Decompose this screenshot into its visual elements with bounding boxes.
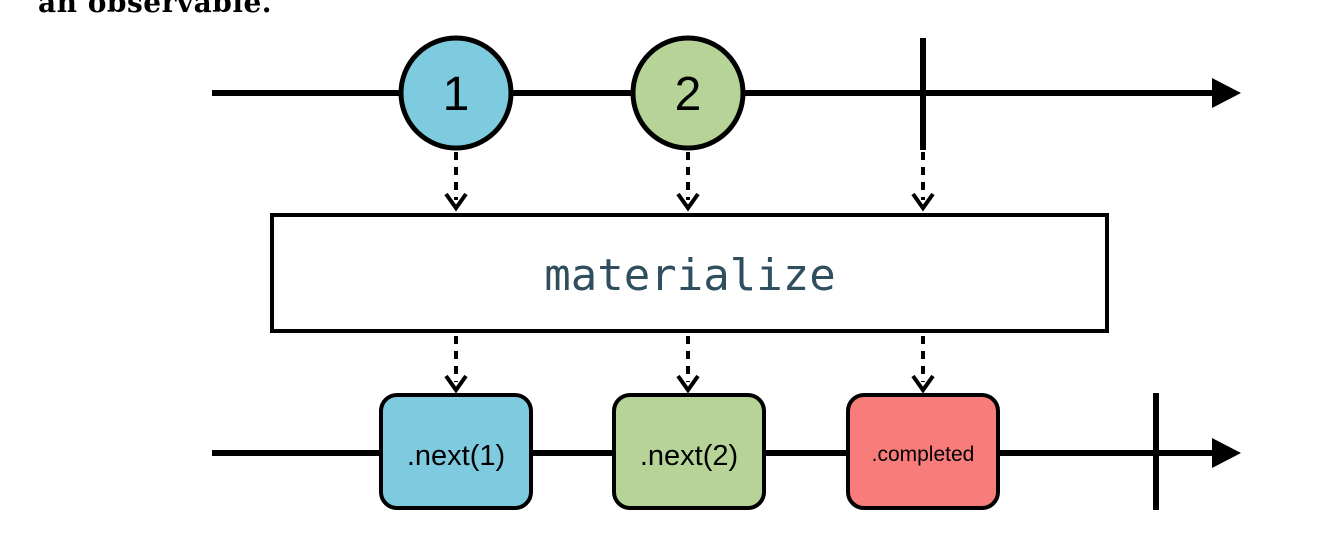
source-marble-1-label: 1 <box>443 68 470 121</box>
input-arrows <box>444 152 935 212</box>
result-event-completed: .completed <box>846 393 1000 510</box>
source-timeline-arrowhead <box>1212 78 1241 108</box>
result-timeline-arrowhead <box>1212 438 1241 468</box>
input-arrowhead-3 <box>911 192 935 212</box>
output-arrows <box>444 336 935 394</box>
output-arrowhead-2 <box>676 374 700 394</box>
output-arrowhead-1 <box>444 374 468 394</box>
source-marble-2-label: 2 <box>675 68 702 121</box>
result-event-next-2-label: .next(2) <box>640 440 738 472</box>
output-arrowhead-3 <box>911 374 935 394</box>
operator-box <box>270 213 1109 333</box>
input-arrowhead-1 <box>444 192 468 212</box>
result-event-completed-label: .completed <box>872 443 975 466</box>
result-event-next-1: .next(1) <box>379 393 533 510</box>
input-arrowhead-2 <box>676 192 700 212</box>
operator-label: materialize <box>544 250 835 301</box>
caption-fragment: an observable. <box>38 0 273 19</box>
source-marble-1: 1 <box>398 35 514 151</box>
source-marble-2: 2 <box>630 35 746 151</box>
result-event-next-2: .next(2) <box>612 393 766 510</box>
result-event-next-1-label: .next(1) <box>407 440 505 472</box>
